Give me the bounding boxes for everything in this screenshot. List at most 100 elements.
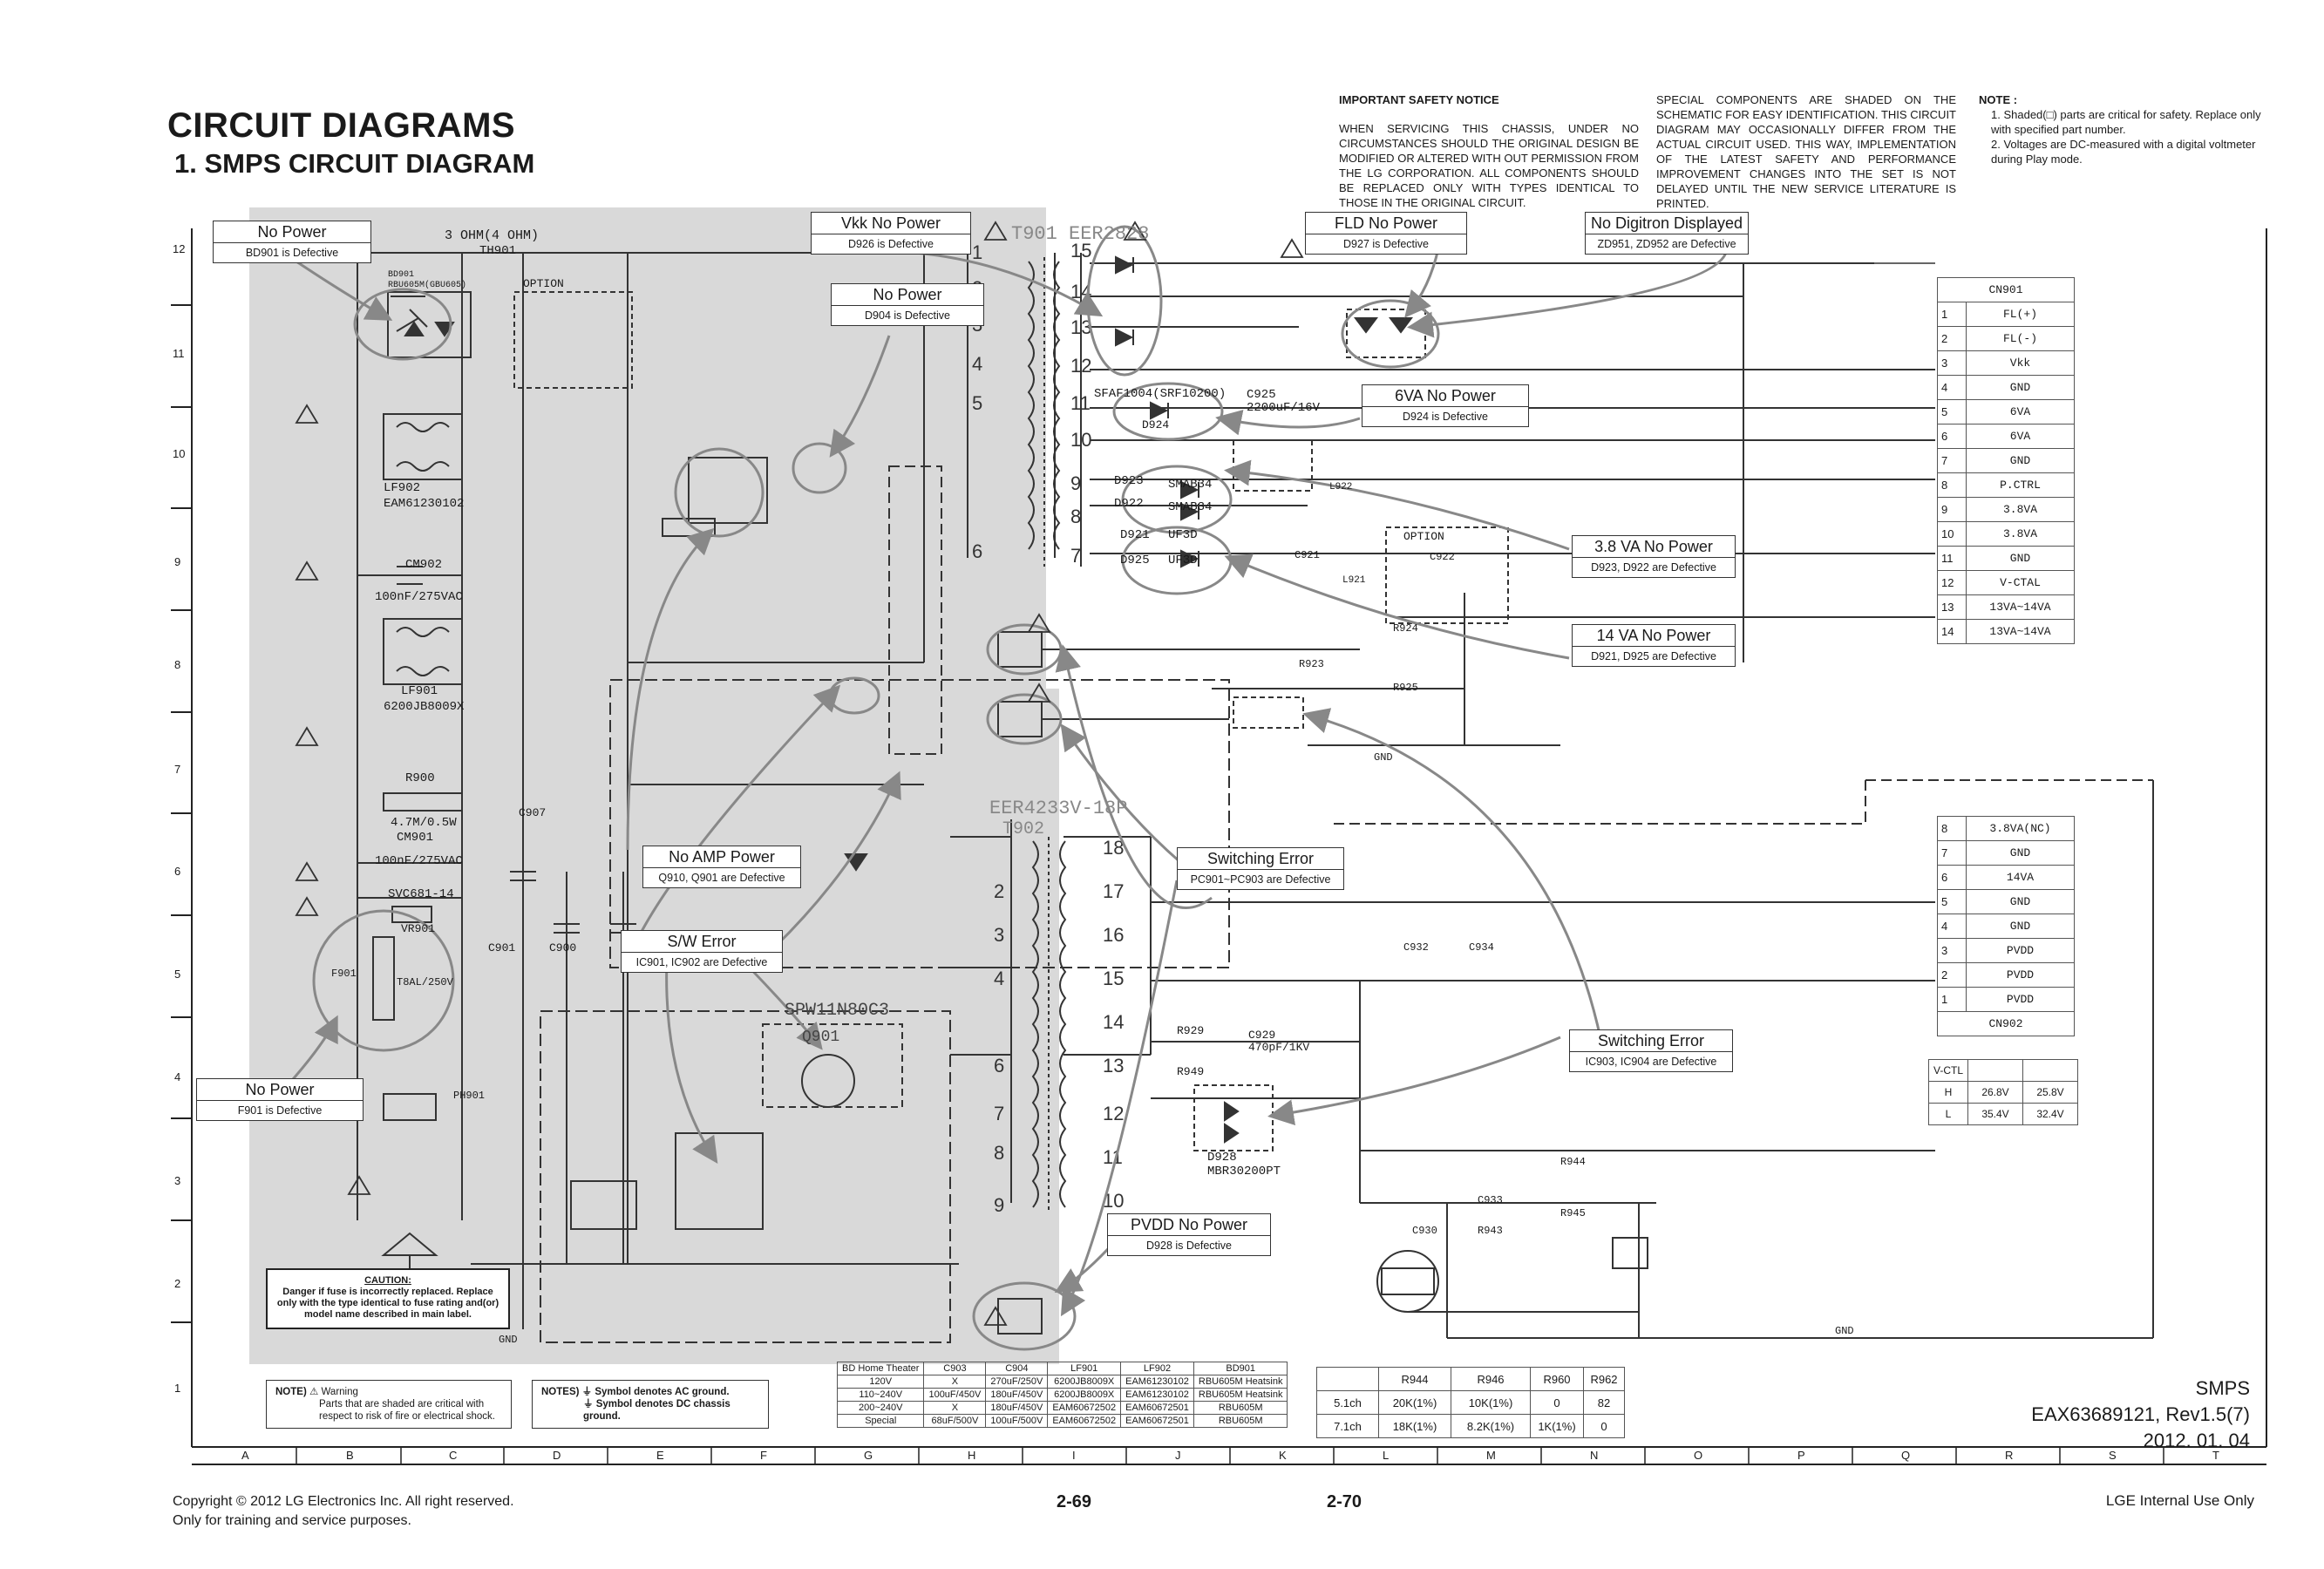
model-block: SMPS EAX63689121, Rev1.5(7) 2012. 01. 04 xyxy=(2031,1375,2250,1454)
label-gnd-bottom: GND xyxy=(1835,1325,1854,1337)
svg-text:4: 4 xyxy=(972,353,982,375)
label-c907: C907 xyxy=(519,806,547,819)
svg-text:11: 11 xyxy=(1103,1146,1123,1168)
ground-note: NOTES) ⏚ Symbol denotes AC ground. ⏚ Sym… xyxy=(532,1380,769,1429)
label-smab-1: SMAB34 xyxy=(1168,478,1213,492)
svg-text:10: 10 xyxy=(1070,429,1091,451)
model-number: EAX63689121, Rev1.5(7) xyxy=(2031,1403,2250,1425)
label-t902: EER4233V-18P xyxy=(989,798,1128,819)
label-cm901: CM901 xyxy=(397,831,434,845)
training-text: Only for training and service purposes. xyxy=(173,1513,411,1528)
label-r943: R943 xyxy=(1478,1225,1503,1237)
col-letter: P xyxy=(1797,1449,1805,1462)
row-number: 5 xyxy=(174,968,181,981)
warning-note: NOTE) ⚠ Warning Parts that are shaded ar… xyxy=(266,1380,512,1429)
col-letter: E xyxy=(656,1449,664,1462)
row-number: 6 xyxy=(174,865,181,878)
svg-text:9: 9 xyxy=(994,1194,1004,1216)
caution-box: CAUTION: Danger if fuse is incorrectly r… xyxy=(266,1268,510,1329)
callout-title: Switching Error xyxy=(1570,1030,1732,1052)
callout-no-power-bd901: No Power BD901 is Defective xyxy=(213,221,371,263)
row-number: 12 xyxy=(173,242,186,255)
label-cm902: CM902 xyxy=(405,558,443,572)
page-subtitle: 1. SMPS CIRCUIT DIAGRAM xyxy=(174,148,535,179)
col-letter: T xyxy=(2212,1449,2219,1462)
svg-text:15: 15 xyxy=(1070,240,1091,262)
copyright-text: Copyright © 2012 LG Electronics Inc. All… xyxy=(173,1494,514,1509)
row-number: 7 xyxy=(174,763,181,776)
callout-vkk-no-power: Vkk No Power D926 is Defective xyxy=(811,212,971,255)
label-lf902: LF902 xyxy=(384,481,421,495)
col-letter: Q xyxy=(1901,1449,1911,1462)
callout-sub: Q910, Q901 are Defective xyxy=(658,872,785,884)
svg-text:5: 5 xyxy=(972,392,982,414)
label-option-2: OPTION xyxy=(1403,530,1444,543)
label-l922: L922 xyxy=(1329,482,1353,492)
label-smab-2: SMAB34 xyxy=(1168,500,1213,514)
svg-text:7: 7 xyxy=(1070,545,1081,567)
safety-notice-col1: IMPORTANT SAFETY NOTICE WHEN SERVICING T… xyxy=(1339,92,1639,210)
label-lf902-pn: EAM61230102 xyxy=(384,497,465,511)
label-th901: 3 OHM(4 OHM) xyxy=(445,228,540,243)
label-d922: D922 xyxy=(1114,497,1144,511)
callout-sub: BD901 is Defective xyxy=(245,247,339,259)
label-r923: R923 xyxy=(1299,658,1324,670)
label-l921: L921 xyxy=(1342,575,1366,586)
svg-text:1: 1 xyxy=(972,241,982,263)
label-option: OPTION xyxy=(523,277,564,290)
page-title: CIRCUIT DIAGRAMS xyxy=(167,106,516,145)
callout-no-digitron: No Digitron Displayed ZD951, ZD952 are D… xyxy=(1585,212,1749,255)
label-d924: D924 xyxy=(1142,418,1170,431)
warn-word: Warning xyxy=(321,1387,358,1397)
callout-sub: ZD951, ZD952 are Defective xyxy=(1597,238,1736,250)
callout-switching-error-ic: Switching Error IC903, IC904 are Defecti… xyxy=(1569,1029,1733,1072)
label-r949: R949 xyxy=(1177,1065,1205,1078)
label-c921: C921 xyxy=(1295,549,1320,561)
page-number-left: 2-69 xyxy=(1057,1492,1092,1511)
label-r900: R900 xyxy=(405,771,435,785)
callout-title: No Power xyxy=(197,1079,363,1101)
label-r929: R929 xyxy=(1177,1024,1205,1037)
label-uf-1: UF3D xyxy=(1168,528,1198,542)
footer-internal: LGE Internal Use Only xyxy=(2105,1492,2254,1509)
label-c932: C932 xyxy=(1403,941,1429,954)
footer-copyright: Copyright © 2012 LG Electronics Inc. All… xyxy=(173,1492,514,1531)
label-q901-ref: Q901 xyxy=(802,1029,840,1046)
callout-sub: D924 is Defective xyxy=(1403,411,1488,423)
label-d924-pn: SFAF1004(SRF10200) xyxy=(1094,387,1227,401)
callout-14va-no-power: 14 VA No Power D921, D925 are Defective xyxy=(1572,624,1736,667)
gnd-ac: Symbol denotes AC ground. xyxy=(595,1387,730,1397)
svg-text:16: 16 xyxy=(1103,924,1124,946)
callout-title: 14 VA No Power xyxy=(1573,625,1735,647)
row-number: 1 xyxy=(174,1382,181,1395)
col-letter: R xyxy=(2005,1449,2014,1462)
safety-text-2: SPECIAL COMPONENTS ARE SHADED ON THE SCH… xyxy=(1656,93,1956,210)
callout-title: PVDD No Power xyxy=(1108,1214,1270,1236)
note-1: 1. Shaded(□) parts are critical for safe… xyxy=(1991,108,2261,136)
label-f901: F901 xyxy=(331,968,357,980)
callout-3-8va-no-power: 3.8 VA No Power D923, D922 are Defective xyxy=(1572,535,1736,578)
col-letter: I xyxy=(1072,1449,1076,1462)
safety-text-1: WHEN SERVICING THIS CHASSIS, UNDER NO CI… xyxy=(1339,122,1639,209)
page-number-right: 2-70 xyxy=(1327,1492,1362,1511)
col-letter: H xyxy=(968,1449,976,1462)
label-gnd-sec: GND xyxy=(1374,751,1393,764)
callout-fld-no-power: FLD No Power D927 is Defective xyxy=(1305,212,1467,255)
label-vr901: VR901 xyxy=(401,922,436,935)
